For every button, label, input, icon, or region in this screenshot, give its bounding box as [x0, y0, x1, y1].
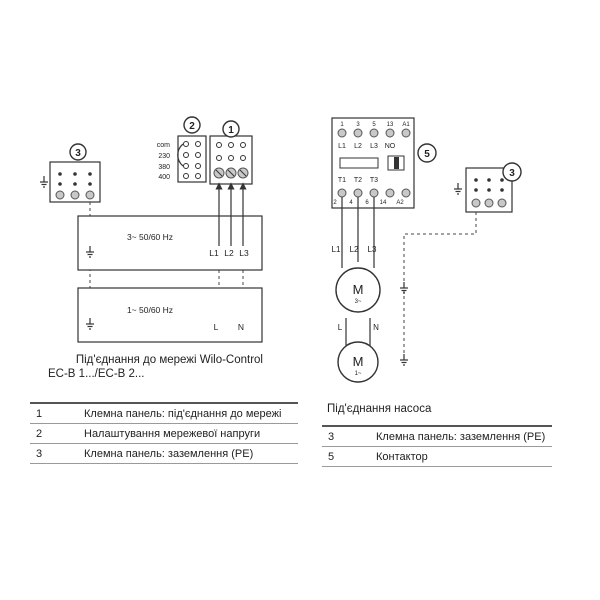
- svg-text:M: M: [353, 354, 364, 369]
- contactor-bottom-terminal-a2: A2: [396, 200, 404, 206]
- contactor-top-terminal-3: 3: [356, 122, 360, 128]
- contactor-top-terminal-1: 1: [340, 122, 344, 128]
- svg-text:1~: 1~: [355, 371, 362, 377]
- voltage-label-380: 380: [158, 164, 170, 171]
- caption-left-line1: Під'єднання до мережі Wilo-Control: [75, 354, 263, 366]
- legend-num: 1: [30, 402, 78, 424]
- ground-icon: [400, 354, 408, 366]
- line-label-n: N: [238, 322, 244, 332]
- callout-3-left: 3: [69, 143, 87, 161]
- line-label-l3: L3: [239, 248, 249, 258]
- pe-terminal-block-left: [49, 161, 101, 203]
- svg-text:3: 3: [509, 168, 515, 179]
- table-row: 5 Контактор: [322, 446, 552, 467]
- legend-text: Клемна панель: під'єднання до мережі: [78, 402, 298, 424]
- contactor-label-no: NO: [385, 143, 396, 150]
- legend-text: Клемна панель: заземлення (PE): [78, 443, 298, 464]
- legend-num: 5: [322, 446, 370, 467]
- legend-num: 3: [30, 443, 78, 464]
- legend-num: 2: [30, 423, 78, 444]
- contactor-bottom-terminal-4: 4: [349, 200, 353, 206]
- svg-text:5: 5: [424, 149, 430, 160]
- pe-dashed-line-right: [403, 212, 477, 360]
- caption-right: Під'єднання насоса: [327, 403, 432, 415]
- legend-table-right: 3 Клемна панель: заземлення (PE) 5 Конта…: [322, 425, 552, 467]
- contactor-top-terminal-13: 13: [387, 122, 394, 128]
- motor-line-l2: L2: [350, 245, 359, 254]
- contactor-top-terminal-5: 5: [372, 122, 376, 128]
- table-row: 3 Клемна панель: заземлення (PE): [322, 425, 552, 447]
- callout-5: 5: [417, 143, 437, 163]
- legend-text: Контактор: [370, 446, 552, 467]
- motor-1phase: M 1~: [337, 341, 379, 383]
- caption-left-line2: EC-B 1.../EC-B 2...: [48, 368, 145, 380]
- table-row: 2 Налаштування мережевої напруги: [30, 423, 298, 444]
- motor-line-l3: L3: [368, 245, 377, 254]
- contactor-label-l2: L2: [354, 143, 362, 150]
- single-line-l: L: [338, 323, 343, 332]
- motor-3phase: M 3~: [335, 267, 381, 313]
- contactor-label-t3: T3: [370, 177, 378, 184]
- svg-text:M: M: [353, 282, 364, 297]
- line-label-l: L: [214, 322, 219, 332]
- line-label-l2: L2: [224, 248, 234, 258]
- ground-icon: [400, 282, 408, 294]
- ground-icon: [454, 183, 462, 195]
- contactor-label-t1: T1: [338, 177, 346, 184]
- svg-text:2: 2: [189, 121, 195, 132]
- supply-box-3phase: [77, 215, 263, 271]
- svg-text:3: 3: [75, 148, 81, 159]
- ground-icon: [86, 318, 94, 330]
- contactor-top-terminal-a1: A1: [402, 122, 410, 128]
- contactor-label-t2: T2: [354, 177, 362, 184]
- svg-text:3~: 3~: [355, 299, 362, 305]
- voltage-label-230: 230: [158, 153, 170, 160]
- line-label-l1: L1: [209, 248, 219, 258]
- callout-2: 2: [183, 116, 201, 134]
- single-line-n: N: [373, 323, 379, 332]
- contactor-bottom-terminal-14: 14: [380, 200, 387, 206]
- legend-text: Налаштування мережевої напруги: [78, 423, 298, 444]
- table-row: 1 Клемна панель: під'єднання до мережі: [30, 402, 298, 424]
- ground-icon: [40, 176, 48, 188]
- supply-box-1phase: [77, 287, 263, 343]
- contactor: [331, 117, 415, 209]
- contactor-bottom-terminal-2: 2: [333, 200, 337, 206]
- table-row: 3 Клемна панель: заземлення (PE): [30, 443, 298, 464]
- voltage-selector-block: [177, 135, 207, 183]
- contactor-bottom-terminal-6: 6: [365, 200, 369, 206]
- motor-line-l1: L1: [332, 245, 341, 254]
- caption-left: Під'єднання до мережі Wilo-Control EC-B …: [48, 353, 263, 381]
- legend-text: Клемна панель: заземлення (PE): [370, 425, 552, 447]
- legend-num: 3: [322, 425, 370, 447]
- callout-3-right: 3: [502, 162, 522, 182]
- legend-table-left: 1 Клемна панель: під'єднання до мережі 2…: [30, 402, 298, 464]
- voltage-label-400: 400: [158, 174, 170, 181]
- contactor-label-l3: L3: [370, 143, 378, 150]
- callout-1: 1: [222, 120, 240, 138]
- contactor-label-l1: L1: [338, 143, 346, 150]
- ground-icon: [86, 246, 94, 258]
- voltage-label-com: com: [157, 142, 170, 149]
- svg-text:1: 1: [228, 125, 234, 136]
- supply-3phase-label: 3~ 50/60 Hz: [127, 232, 173, 242]
- mains-terminal-block: [209, 135, 253, 185]
- supply-1phase-label: 1~ 50/60 Hz: [127, 305, 173, 315]
